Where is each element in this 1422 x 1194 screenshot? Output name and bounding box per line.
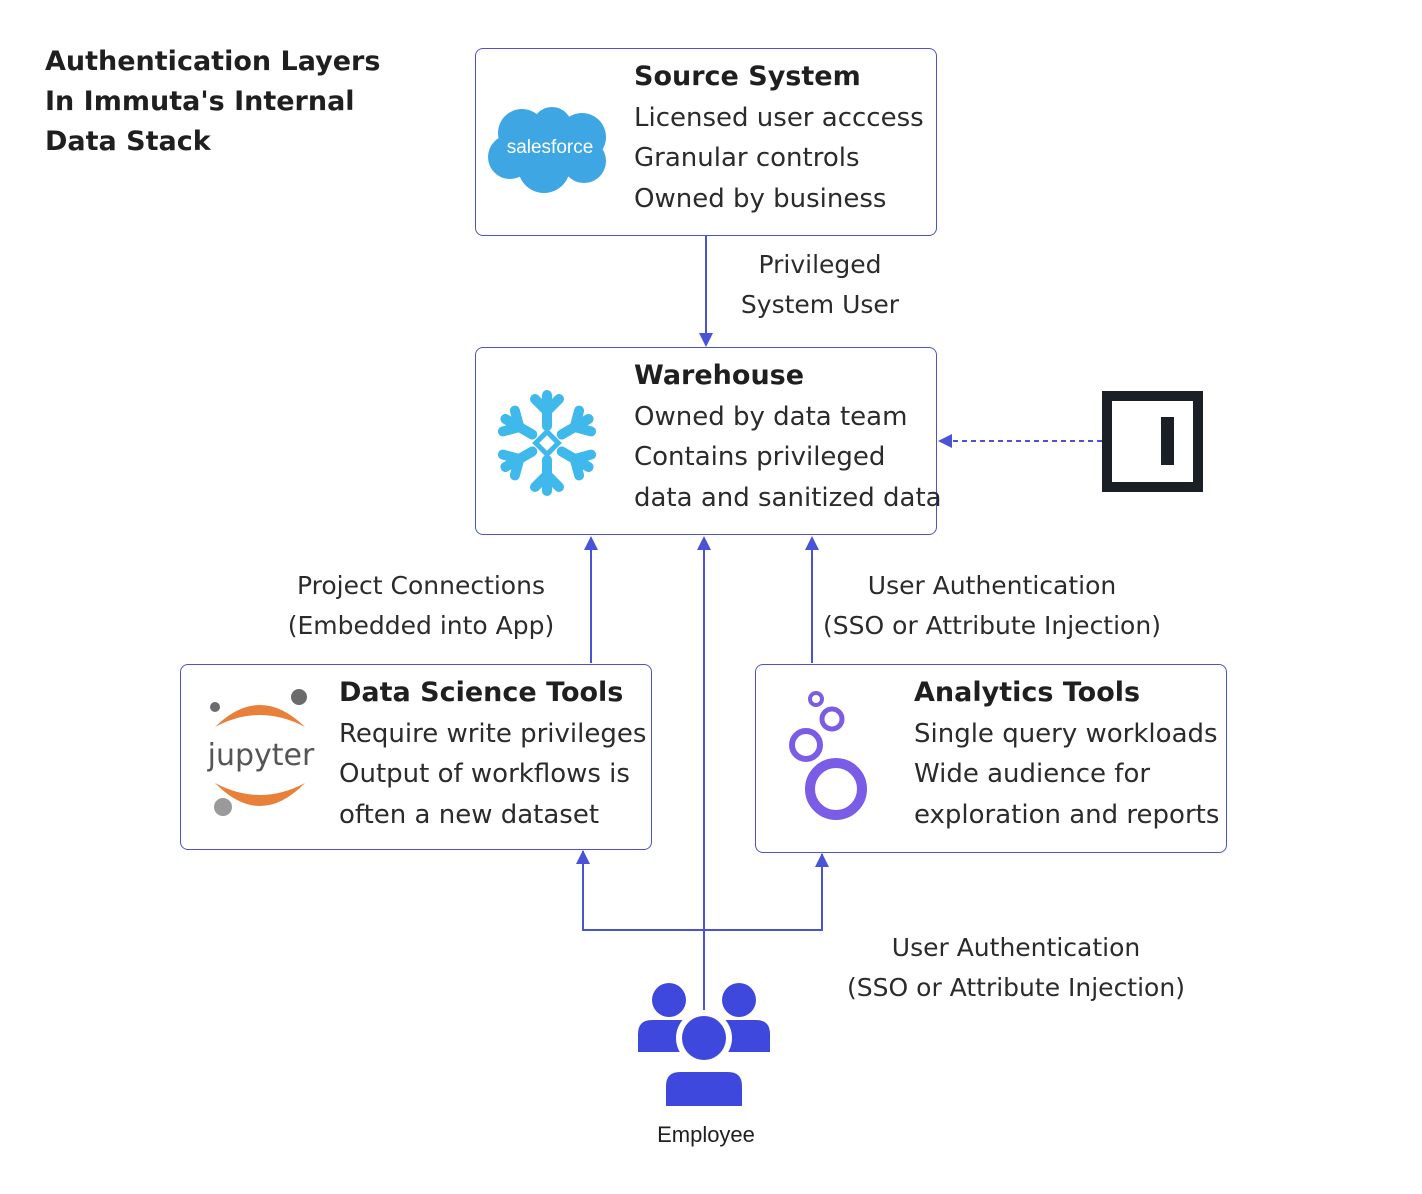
warehouse-box: Warehouse Owned by data team Contains pr… bbox=[475, 347, 942, 535]
source-line-3: Owned by business bbox=[634, 183, 887, 214]
user-auth-label-top: User Authentication (SSO or Attribute In… bbox=[812, 566, 1172, 646]
datascience-line-1: Require write privileges bbox=[339, 718, 647, 749]
project-label-line-2: (Embedded into App) bbox=[287, 611, 555, 640]
source-line-2: Granular controls bbox=[634, 143, 860, 173]
source-system-box: salesforce Source System Licensed user a… bbox=[475, 48, 937, 236]
svg-text:salesforce: salesforce bbox=[507, 137, 594, 158]
immuta-logo bbox=[1102, 391, 1203, 492]
user-auth-bottom-line-2: (SSO or Attribute Injection) bbox=[847, 973, 1185, 1002]
source-line-1: Licensed user acccess bbox=[634, 102, 924, 133]
privileged-label-line-1: Privileged bbox=[758, 250, 882, 279]
analytics-heading: Analytics Tools bbox=[914, 677, 1141, 708]
analytics-line-1: Single query workloads bbox=[914, 718, 1218, 749]
employee-group-icon bbox=[638, 983, 770, 1108]
data-science-heading: Data Science Tools bbox=[339, 677, 624, 708]
user-auth-top-line-1: User Authentication bbox=[867, 571, 1117, 600]
datascience-line-2: Output of workflows is bbox=[339, 759, 630, 789]
analytics-tools-box: Analytics Tools Single query workloads W… bbox=[755, 664, 1227, 853]
warehouse-heading: Warehouse bbox=[634, 360, 805, 391]
employee-label: Employee bbox=[657, 1122, 755, 1147]
title-line-1: Authentication Layers bbox=[45, 46, 381, 77]
looker-logo bbox=[789, 691, 867, 820]
privileged-label-line-2: System User bbox=[740, 290, 900, 319]
source-system-heading: Source System bbox=[634, 61, 861, 92]
salesforce-logo: salesforce bbox=[488, 107, 606, 193]
title-line-2: In Immuta's Internal bbox=[45, 86, 355, 117]
branch-connector bbox=[582, 851, 823, 931]
privileged-system-user-label: Privileged System User bbox=[720, 245, 920, 325]
datascience-line-3: often a new dataset bbox=[339, 799, 600, 830]
svg-text:jupyter: jupyter bbox=[207, 738, 315, 773]
user-auth-label-bottom: User Authentication (SSO or Attribute In… bbox=[836, 928, 1196, 1008]
snowflake-logo bbox=[497, 390, 597, 496]
analytics-line-3: exploration and reports bbox=[914, 799, 1220, 830]
warehouse-line-3: data and sanitized data bbox=[634, 482, 942, 513]
project-label-line-1: Project Connections bbox=[297, 571, 545, 600]
user-auth-bottom-line-1: User Authentication bbox=[891, 933, 1141, 962]
jupyter-logo: jupyter bbox=[207, 689, 315, 816]
analytics-line-2: Wide audience for bbox=[914, 759, 1151, 789]
data-science-tools-box: jupyter Data Science Tools Require write… bbox=[180, 664, 652, 850]
warehouse-line-1: Owned by data team bbox=[634, 401, 908, 432]
title-line-3: Data Stack bbox=[45, 126, 211, 157]
diagram-title: Authentication Layers In Immuta's Intern… bbox=[45, 42, 380, 162]
user-auth-top-line-2: (SSO or Attribute Injection) bbox=[823, 611, 1161, 640]
project-connections-label: Project Connections (Embedded into App) bbox=[266, 566, 576, 646]
warehouse-line-2: Contains privileged bbox=[634, 442, 886, 472]
